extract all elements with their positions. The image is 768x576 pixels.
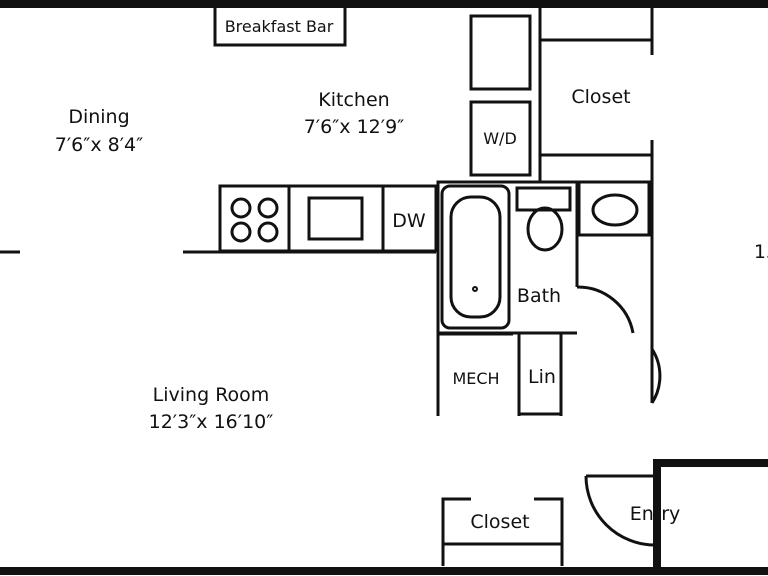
washer-dryer-box — [469, 100, 532, 177]
toilet-tank — [515, 186, 572, 212]
sink-icon — [307, 196, 364, 241]
living-room-label: Living Room — [153, 384, 270, 406]
mech-wall — [436, 332, 513, 416]
bath-label: Bath — [517, 285, 561, 307]
closet-bottom-wall-right — [534, 497, 564, 566]
toilet-bowl-icon — [526, 206, 564, 252]
living-room-size: 12′3″x 16′10″ — [149, 411, 274, 433]
entry-wall — [653, 459, 768, 575]
drain-icon — [472, 286, 478, 292]
mech-label: MECH — [452, 369, 499, 388]
breakfast-bar-label: Breakfast Bar — [225, 17, 334, 36]
closet-bottom-wall-left — [441, 497, 471, 566]
closet-door-swing — [650, 348, 662, 404]
dining-label: Dining — [68, 106, 129, 128]
kitchen-size: 7′6″x 12′9″ — [304, 116, 405, 138]
entry-label: Entry — [630, 503, 681, 525]
bath-door-swing — [576, 285, 635, 334]
dining-size: 7′6″x 8′4″ — [55, 134, 143, 156]
bath-vanity — [577, 180, 651, 237]
closet-bottom-label: Closet — [470, 511, 529, 533]
entry-door-swing — [584, 475, 656, 547]
bathtub-inner — [449, 195, 502, 319]
stove-icon — [230, 197, 279, 243]
dishwasher-label: DW — [392, 210, 426, 232]
kitchen-label: Kitchen — [318, 89, 389, 111]
bathtub — [440, 184, 511, 330]
vanity-sink-icon — [591, 193, 639, 227]
linen-label: Lin — [528, 366, 556, 388]
breakfast-bar-box — [213, 4, 347, 47]
edge-fragment-label: 15 — [754, 241, 768, 263]
closet-top-label: Closet — [571, 86, 630, 108]
upper-cabinet — [469, 14, 532, 91]
washer-dryer-label: W/D — [483, 129, 517, 148]
